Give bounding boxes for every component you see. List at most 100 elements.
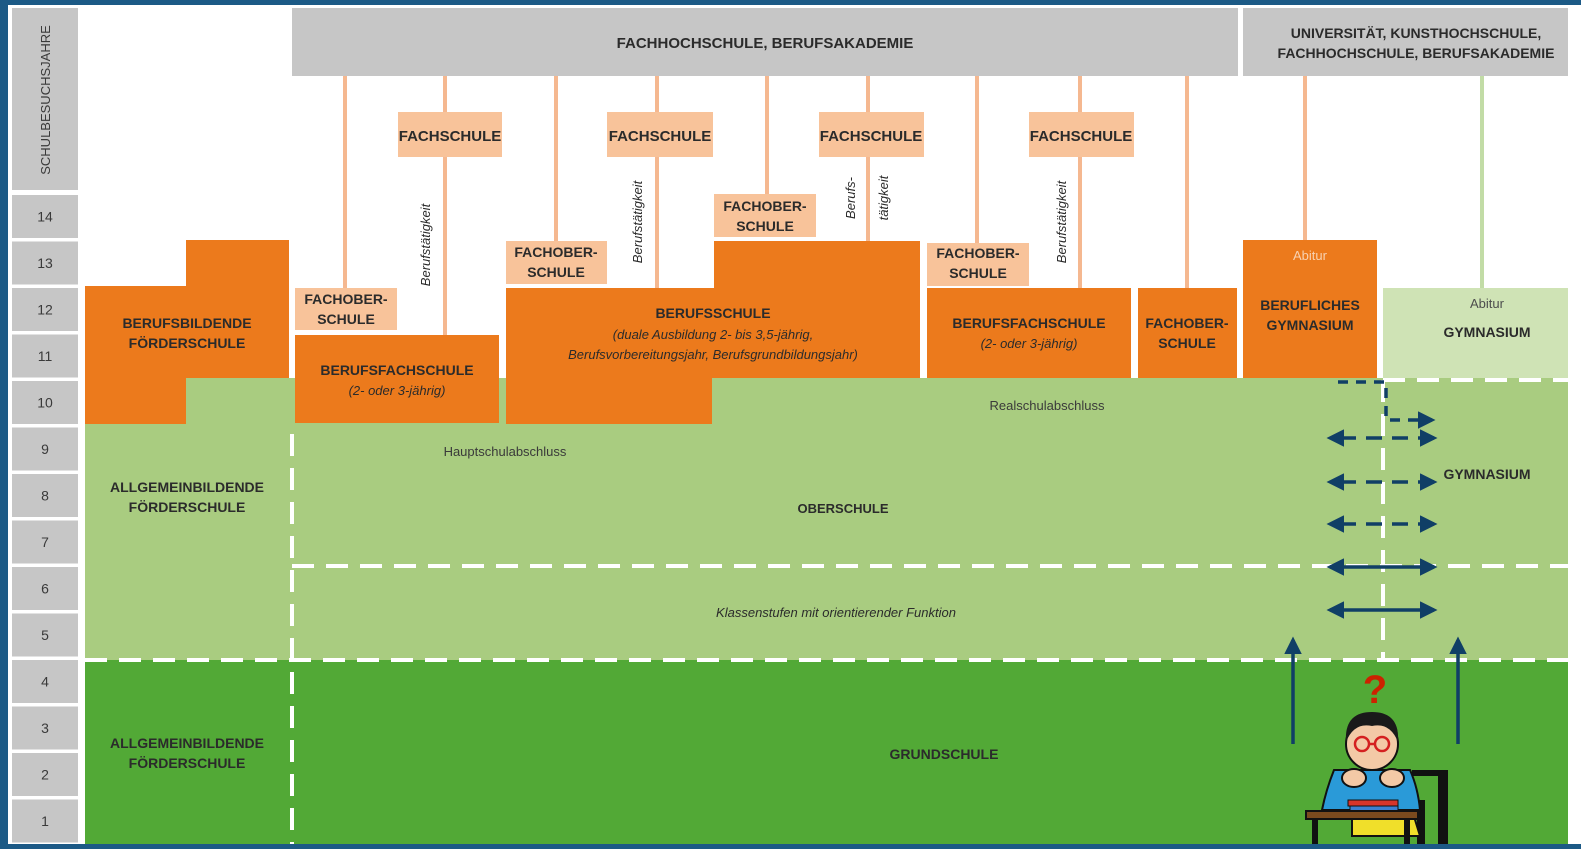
year-cell xyxy=(12,334,78,378)
berufsfachschule-right-title: BERUFSFACHSCHULE xyxy=(952,315,1105,331)
fachschule-label-2: FACHSCHULE xyxy=(609,128,712,145)
year-axis: SCHULBESUCHSJAHRE 14 13 12 11 10 9 8 7 6 5 4 3 2 1 xyxy=(12,8,78,843)
oberschule-area xyxy=(85,378,1568,660)
fachoberschule-box-2 xyxy=(506,241,607,284)
year-cell xyxy=(12,660,78,703)
allgemeinbildende-foerderschule-lower-line1: ALLGEMEINBILDENDE xyxy=(110,735,264,751)
realschulabschluss-label: Realschulabschluss xyxy=(990,398,1105,413)
fachschule-box-3 xyxy=(819,112,924,157)
year-label: 5 xyxy=(41,627,49,643)
connector-lines xyxy=(343,76,1484,335)
transition-arrows xyxy=(1284,380,1467,744)
berufsbildende-foerderschule-block xyxy=(85,240,289,424)
year-label: 7 xyxy=(41,534,49,550)
berufsschule-title: BERUFSSCHULE xyxy=(655,305,770,321)
year-cell xyxy=(12,613,78,657)
axis-title: SCHULBESUCHSJAHRE xyxy=(38,25,53,175)
fachoberschule-2-line1: FACHOBER- xyxy=(514,244,598,260)
year-label: 13 xyxy=(37,255,53,271)
fachhochschule-label: FACHHOCHSCHULE, BERUFSAKADEMIE xyxy=(617,35,914,52)
berufsfachschule-left-title: BERUFSFACHSCHULE xyxy=(320,362,473,378)
berufsbildende-foerderschule-line2: FÖRDERSCHULE xyxy=(129,335,246,351)
year-cell xyxy=(12,288,78,331)
berufstaetigkeit-split-part2: tätigkeit xyxy=(876,174,891,220)
berufliches-gymnasium-line1: BERUFLICHES xyxy=(1260,297,1360,313)
year-cell xyxy=(12,427,78,471)
year-label: 8 xyxy=(41,488,49,504)
berufsfachschule-left-sub: (2- oder 3-jährig) xyxy=(349,383,446,398)
berufsfachschule-left-block xyxy=(295,335,499,423)
fachoberschule-right-line2: SCHULE xyxy=(1158,335,1216,351)
berufstaetigkeit-label-1: Berufstätigkeit xyxy=(418,202,433,286)
berufsschule-sub2: Berufsvorbereitungsjahr, Berufsgrundbild… xyxy=(568,347,858,362)
year-cell xyxy=(12,195,78,238)
fachoberschule-4-line1: FACHOBER- xyxy=(936,245,1020,261)
gymnasium-lower-label: GYMNASIUM xyxy=(1443,466,1530,482)
berufsschule-sub1: (duale Ausbildung 2- bis 3,5-jährig, xyxy=(613,327,813,342)
fachoberschule-1-line2: SCHULE xyxy=(317,311,375,327)
year-cell xyxy=(12,520,78,564)
fachhochschule-box xyxy=(292,8,1238,76)
fachschule-label-1: FACHSCHULE xyxy=(399,128,502,145)
hauptschulabschluss-label: Hauptschulabschluss xyxy=(444,444,567,459)
klassenstufen-label: Klassenstufen mit orientierender Funktio… xyxy=(716,605,956,620)
year-label: 9 xyxy=(41,441,49,457)
berufstaetigkeit-label-2: Berufstätigkeit xyxy=(630,179,645,263)
year-cell xyxy=(12,567,78,610)
fachschule-box-1 xyxy=(398,112,502,157)
allgemeinbildende-foerderschule-upper-line2: FÖRDERSCHULE xyxy=(129,499,246,515)
thinking-child-illustration xyxy=(1305,712,1448,844)
year-cell xyxy=(12,753,78,796)
berufliches-gymnasium-line2: GYMNASIUM xyxy=(1266,317,1353,333)
fachoberschule-1-line1: FACHOBER- xyxy=(304,291,388,307)
fachoberschule-right-line1: FACHOBER- xyxy=(1145,315,1229,331)
allgemeinbildende-foerderschule-lower-line2: FÖRDERSCHULE xyxy=(129,755,246,771)
fachoberschule-3-line2: SCHULE xyxy=(736,218,794,234)
fachoberschule-2-line2: SCHULE xyxy=(527,264,585,280)
fachoberschule-3-line1: FACHOBER- xyxy=(723,198,807,214)
berufliches-gymnasium-block xyxy=(1243,240,1377,378)
year-label: 11 xyxy=(38,348,53,364)
year-cell xyxy=(12,706,78,750)
universitaet-label-line1: UNIVERSITÄT, KUNSTHOCHSCHULE, xyxy=(1291,25,1541,41)
fachoberschule-box-4 xyxy=(927,243,1029,286)
year-cell xyxy=(12,241,78,285)
fachschule-label-3: FACHSCHULE xyxy=(820,128,923,145)
gymnasium-upper-abitur: Abitur xyxy=(1470,296,1505,311)
berufliches-gymnasium-abitur: Abitur xyxy=(1293,248,1328,263)
question-mark: ? xyxy=(1363,668,1387,712)
year-cell xyxy=(12,474,78,517)
berufsbildende-foerderschule-line1: BERUFSBILDENDE xyxy=(122,315,251,331)
fachoberschule-box-1 xyxy=(295,288,397,330)
year-label: 10 xyxy=(37,395,53,411)
gymnasium-upper-area xyxy=(1383,288,1568,378)
fachoberschule-box-3 xyxy=(714,194,816,237)
year-label: 4 xyxy=(41,674,49,690)
fachschule-box-4 xyxy=(1029,112,1134,157)
berufstaetigkeit-label-3: Berufstätigkeit xyxy=(1054,179,1069,263)
year-label: 1 xyxy=(41,813,49,829)
berufsfachschule-right-block xyxy=(927,288,1131,378)
allgemeinbildende-foerderschule-upper-line1: ALLGEMEINBILDENDE xyxy=(110,479,264,495)
axis-title-box xyxy=(12,8,78,190)
fachschule-label-4: FACHSCHULE xyxy=(1030,128,1133,145)
year-label: 12 xyxy=(37,302,53,318)
year-cell xyxy=(12,799,78,843)
oberschule-label: OBERSCHULE xyxy=(797,501,888,516)
year-label: 14 xyxy=(37,209,53,225)
year-cell xyxy=(12,381,78,424)
universitaet-box xyxy=(1243,8,1568,76)
grundschule-label: GRUNDSCHULE xyxy=(890,746,999,762)
year-label: 3 xyxy=(41,720,49,736)
berufsschule-block xyxy=(506,241,920,424)
fachoberschule-right-block xyxy=(1138,288,1237,378)
year-label: 6 xyxy=(41,581,49,597)
arrow-path-gymnasium xyxy=(1338,380,1436,429)
year-label: 2 xyxy=(41,767,49,783)
berufstaetigkeit-split-part1: Berufs- xyxy=(843,176,858,219)
berufsfachschule-right-sub: (2- oder 3-jährig) xyxy=(981,336,1078,351)
universitaet-label-line2: FACHHOCHSCHULE, BERUFSAKADEMIE xyxy=(1278,45,1555,61)
gymnasium-upper-label: GYMNASIUM xyxy=(1443,324,1530,340)
